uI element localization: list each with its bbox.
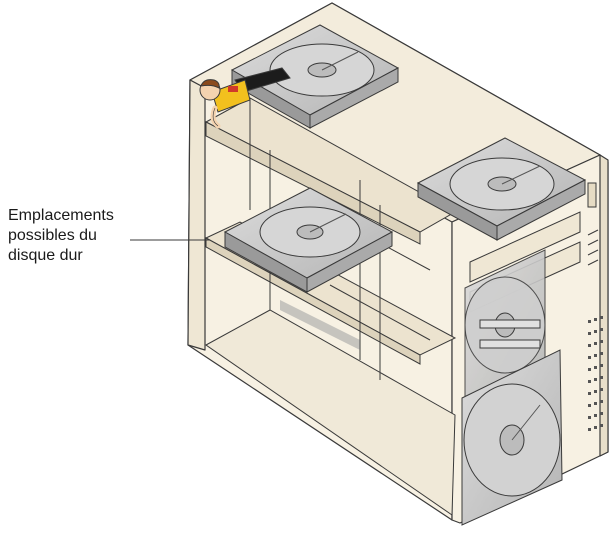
power-button[interactable] (587, 182, 597, 208)
optical-bay (469, 211, 581, 283)
callout-line-2: possibles du (8, 227, 97, 244)
person-shirt (211, 79, 251, 113)
middle-shelf-front (205, 237, 421, 365)
person-mascot (199, 67, 291, 129)
case-interior (204, 97, 457, 516)
case-floor (205, 309, 456, 516)
callout-line-1: Emplacements (8, 207, 114, 224)
upper-shelf-front (205, 121, 421, 245)
hard-drive-middle (223, 187, 394, 293)
hard-drive-front-upper (464, 249, 546, 401)
hard-drive-front-lower (461, 349, 563, 526)
hard-drive-top (230, 24, 400, 129)
hard-drive-location-label: Emplacements possibles du disque dur (8, 206, 168, 266)
case-frame-left (187, 79, 206, 351)
callout-line-3: disque dur (8, 247, 83, 264)
front-vents (588, 316, 603, 431)
hard-drive-top-right (416, 137, 587, 241)
case-front-edge (599, 154, 609, 457)
